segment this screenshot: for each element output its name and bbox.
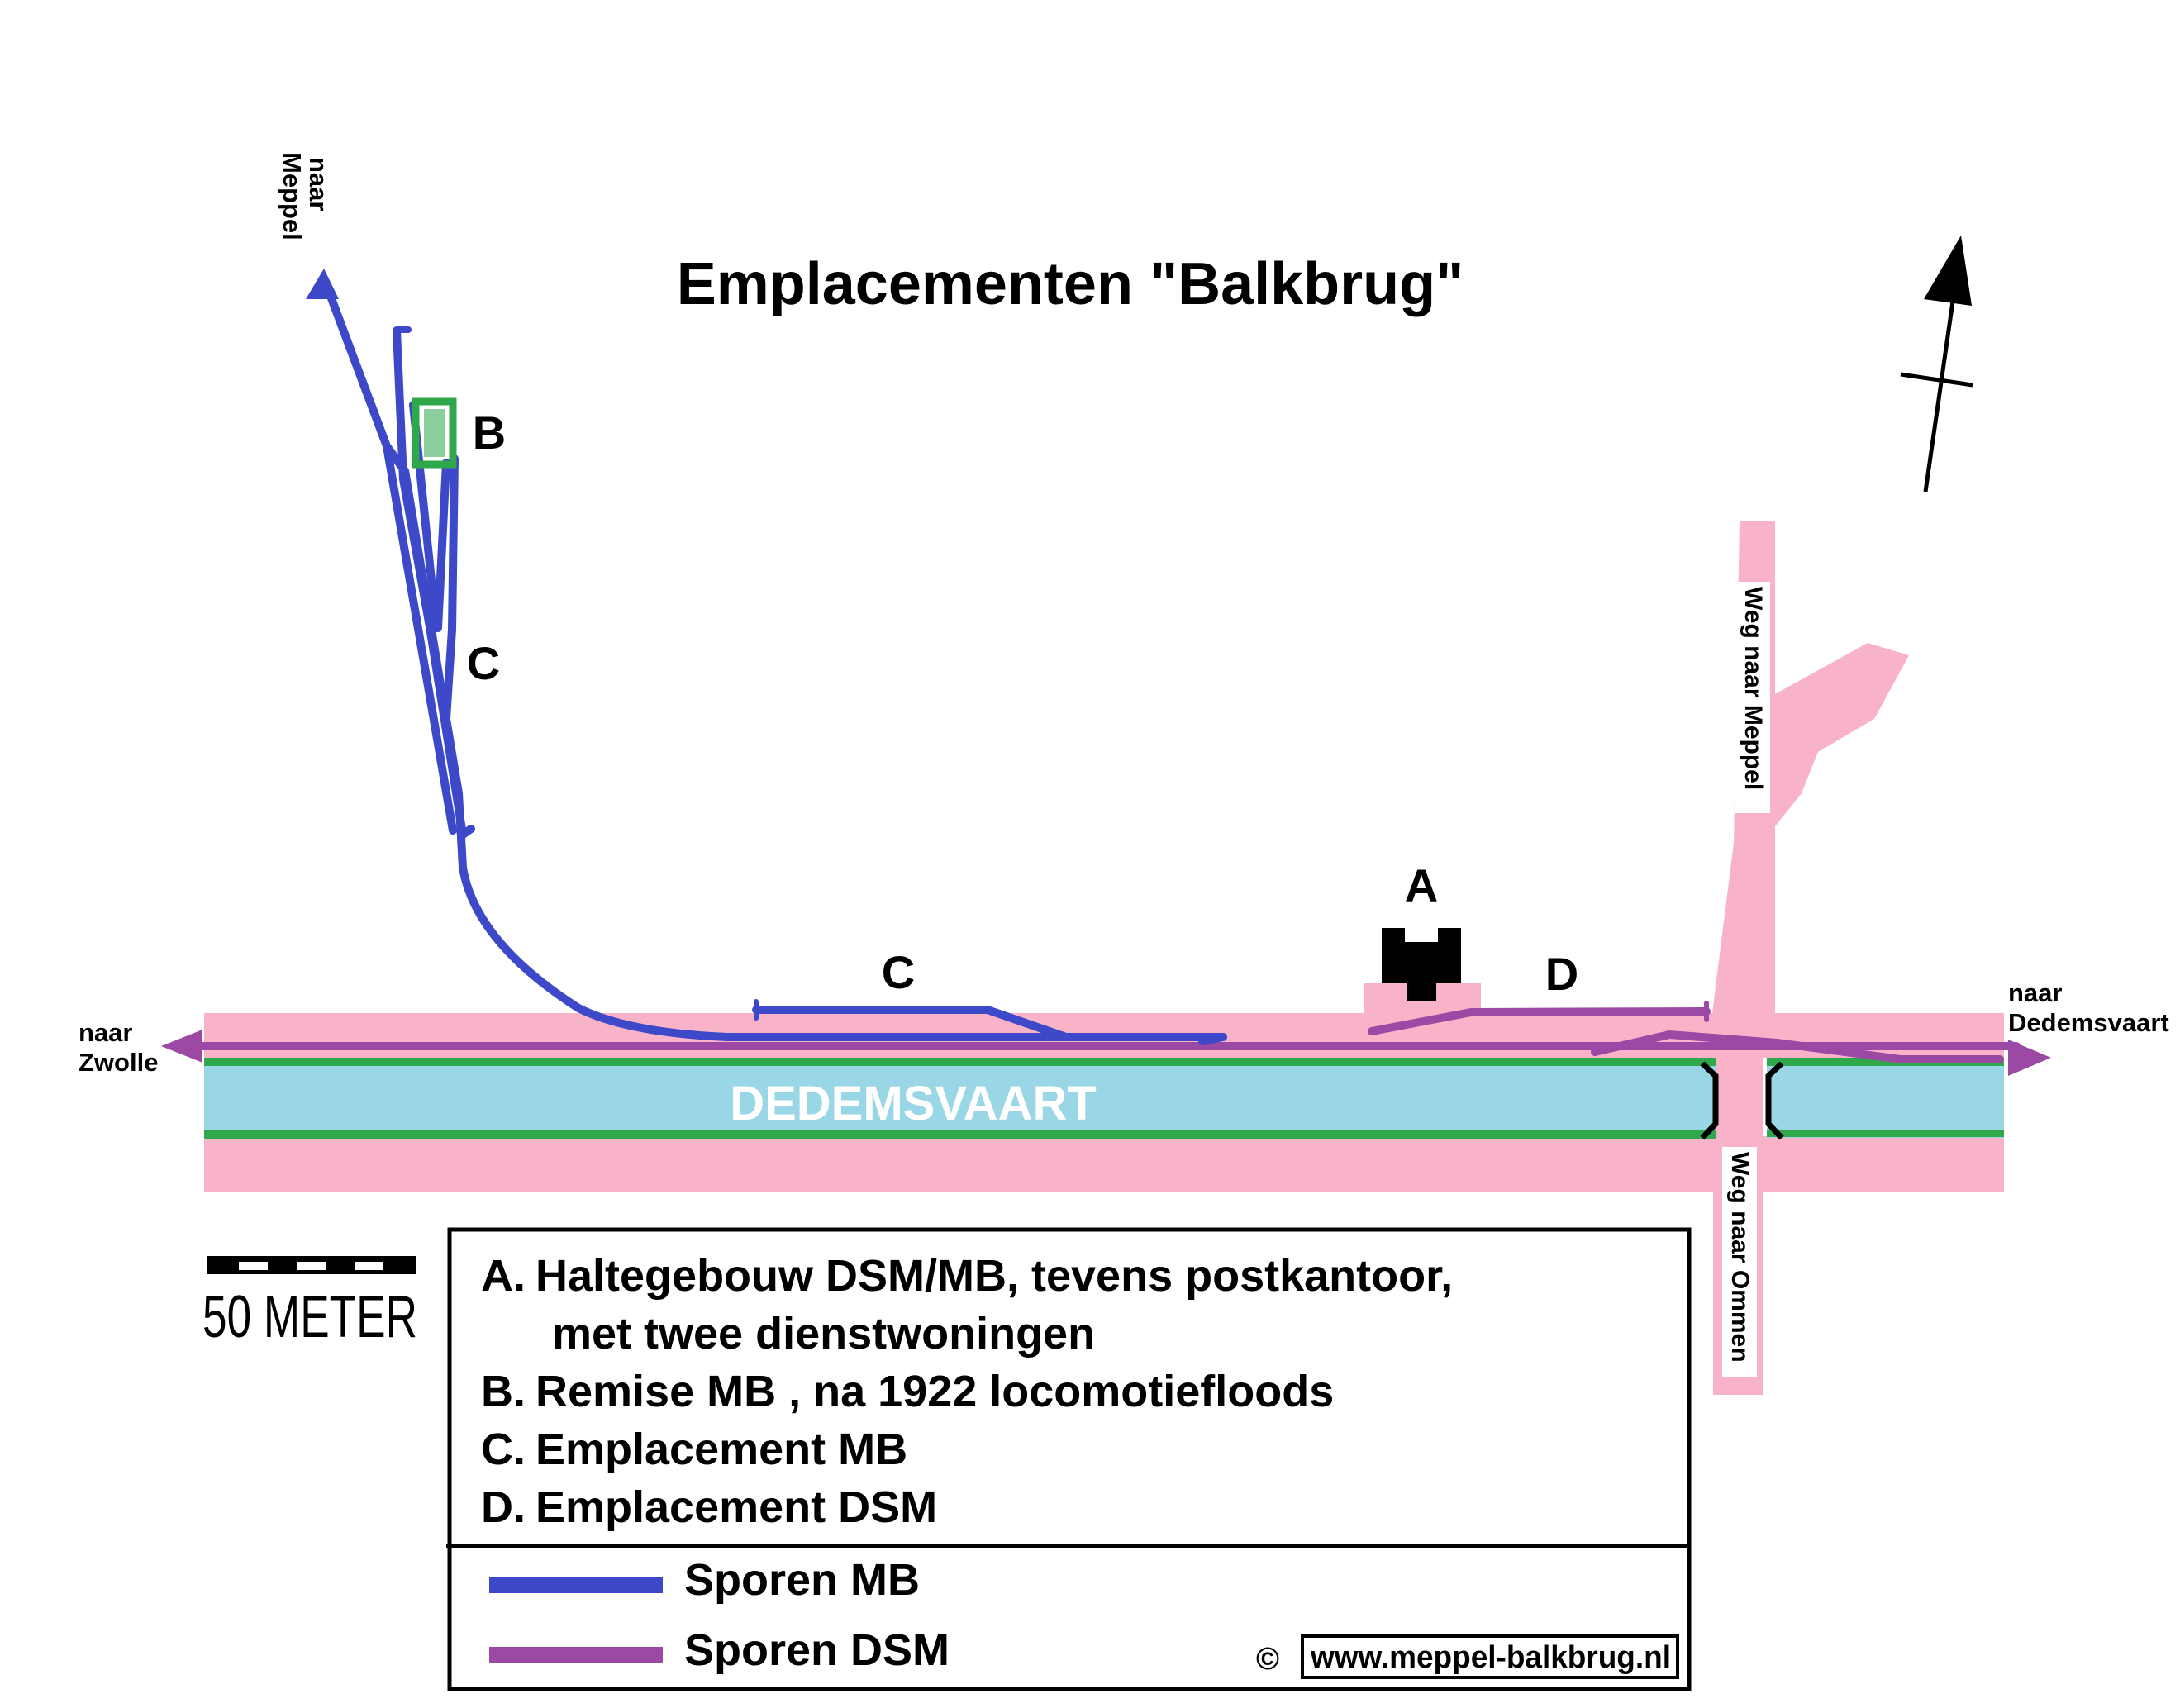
legend-entry-a: A.Haltegebouw DSM/MB, tevens postkantoor… xyxy=(481,1251,1453,1301)
legend-entry-a-text: Haltegebouw DSM/MB, tevens postkantoor, xyxy=(535,1251,1453,1301)
direction-meppel: naar Meppel xyxy=(278,152,333,240)
map-title: Emplacementen "Balkbrug" xyxy=(677,251,1464,317)
road-label-north-text: Weg naar Meppel xyxy=(1740,587,1767,790)
legend-entry-d: D.Emplacement DSM xyxy=(481,1482,937,1532)
mb-siding-c xyxy=(752,1006,1070,1041)
marker-b: B xyxy=(473,407,506,459)
legend-entry-a-cont: met twee dienstwoningen xyxy=(552,1309,1095,1358)
station-building-a xyxy=(1382,928,1461,1001)
legend-swatch-mb xyxy=(489,1577,663,1593)
dsm-loop xyxy=(1591,1030,2004,1063)
legend-entry-c-letter: C. xyxy=(481,1425,526,1474)
direction-dedemsvaart-line1: naar xyxy=(2008,978,2062,1007)
bridge xyxy=(1700,1061,1784,1140)
scale-label: 50 METER xyxy=(202,1284,417,1350)
direction-zwolle-line1: naar xyxy=(79,1018,132,1047)
arrow-to-dedemsvaart-icon xyxy=(2008,1040,2051,1076)
direction-zwolle-line2: Zwolle xyxy=(79,1048,158,1077)
direction-meppel-line1: naar xyxy=(304,157,333,211)
mb-track-3 xyxy=(393,326,459,723)
road-label-south-text: Weg naar Ommen xyxy=(1726,1152,1754,1363)
remise-b-building xyxy=(412,397,457,469)
marker-d: D xyxy=(1545,948,1578,1000)
road-branch xyxy=(1775,643,1909,826)
legend-track-mb: Sporen MB xyxy=(684,1555,920,1605)
dsm-tracks xyxy=(161,1001,2051,1076)
legend-entry-d-text: Emplacement DSM xyxy=(535,1482,937,1532)
legend-entry-b-text: Remise MB , na 1922 locomotiefloods xyxy=(535,1367,1334,1416)
road-label-north: Weg naar Meppel xyxy=(1735,582,1770,813)
legend-entry-c: C.Emplacement MB xyxy=(481,1425,907,1474)
marker-a: A xyxy=(1405,859,1438,911)
north-arrow-icon xyxy=(1900,236,1973,492)
copyright-symbol: © xyxy=(1256,1642,1279,1677)
direction-meppel-line2: Meppel xyxy=(278,152,307,240)
canal: DEDEMSVAART xyxy=(204,1058,2004,1139)
legend-entry-d-letter: D. xyxy=(481,1482,526,1532)
mb-main-line xyxy=(322,281,1227,1041)
legend-entry-b-letter: B. xyxy=(481,1367,526,1416)
marker-c-upper: C xyxy=(467,637,500,689)
road-south-of-canal xyxy=(204,1136,2004,1192)
mb-track-2 xyxy=(383,442,457,835)
marker-c-lower: C xyxy=(882,946,915,998)
scale-bar: 50 METER xyxy=(202,1256,417,1350)
legend-entry-b: B.Remise MB , na 1922 locomotiefloods xyxy=(481,1367,1334,1416)
legend-entry-a-letter: A. xyxy=(481,1251,526,1301)
legend-box: A.Haltegebouw DSM/MB, tevens postkantoor… xyxy=(446,1227,1692,1691)
direction-dedemsvaart-line2: Dedemsvaart xyxy=(2008,1008,2169,1037)
legend-entry-c-text: Emplacement MB xyxy=(535,1425,907,1474)
legend-track-dsm: Sporen DSM xyxy=(684,1625,950,1675)
road-label-south: Weg naar Ommen xyxy=(1722,1147,1757,1377)
canal-label: DEDEMSVAART xyxy=(730,1077,1097,1130)
mb-tracks xyxy=(306,269,1227,1045)
dsm-siding-d xyxy=(1368,1007,1711,1035)
arrow-to-meppel-icon xyxy=(306,269,339,299)
legend-swatch-dsm xyxy=(489,1647,663,1663)
website-link[interactable]: www.meppel-balkbrug.nl xyxy=(1310,1640,1671,1675)
arrow-to-zwolle-icon xyxy=(161,1030,202,1063)
